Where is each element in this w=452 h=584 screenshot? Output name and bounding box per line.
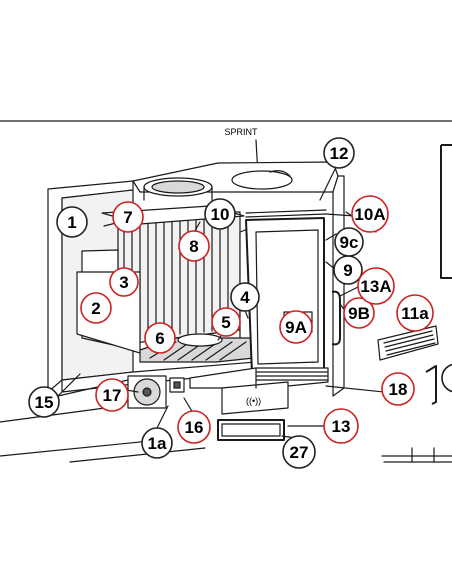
callout-label: 3: [119, 273, 128, 292]
callout-9: 9: [333, 255, 363, 285]
callout-10a: 10A: [351, 195, 389, 233]
lower-grille: [255, 371, 329, 381]
callout-circle: [323, 408, 359, 444]
callout-9b: 9B: [343, 297, 375, 329]
floor-line-3: [69, 447, 206, 463]
bottom-right-panel: [381, 455, 452, 463]
callout-circle: [28, 386, 60, 418]
callout-16: 16: [177, 410, 211, 444]
diagram-title: SPRINT: [224, 127, 258, 137]
floor-line-1: [0, 405, 121, 423]
flue-collar-sides: [143, 186, 213, 201]
callout-label: 13: [332, 417, 351, 436]
door-glass: [255, 229, 319, 365]
hook-part: [425, 365, 437, 405]
door-top-trim-2: [245, 213, 327, 218]
drawer-sensor-symbol: ((•)): [246, 396, 261, 406]
door-handle: [331, 290, 341, 346]
callout-circle: [396, 294, 434, 332]
callout-circle: [211, 307, 241, 337]
floor-line-2: [0, 439, 161, 457]
callout-1a: 1a: [141, 427, 173, 459]
callout-11a: 11a: [396, 294, 434, 332]
callout-6: 6: [144, 322, 176, 354]
callout-circle: [204, 198, 236, 230]
callout-label: 9A: [285, 318, 307, 337]
callout-label: 18: [389, 380, 408, 399]
callout-circle: [282, 435, 316, 469]
callout-circle: [109, 267, 139, 297]
frame-part: [440, 144, 452, 279]
callout-circle: [351, 195, 389, 233]
callout-circle: [357, 267, 395, 305]
callout-circle: [230, 282, 260, 312]
callout-label: 13A: [360, 277, 391, 296]
top-cover-plate: [231, 170, 293, 190]
callout-circle: [323, 137, 355, 169]
partial-callout-circle: [441, 363, 452, 393]
callout-circle: [144, 322, 176, 354]
callout-label: 17: [103, 386, 122, 405]
ash-drawer-front: [221, 381, 289, 415]
grate-center-ring: [177, 333, 223, 347]
callout-label: 7: [123, 208, 132, 227]
callout-15: 15: [28, 386, 60, 418]
callout-13: 13: [323, 408, 359, 444]
callout-17: 17: [95, 378, 129, 412]
callout-label: 12: [330, 144, 349, 163]
callout-label: 10: [211, 205, 230, 224]
top-cover-handle: [269, 170, 291, 177]
callout-label: 27: [290, 443, 309, 462]
callout-12: 12: [323, 137, 355, 169]
callout-circle: [334, 227, 364, 257]
callout-circle: [279, 310, 313, 344]
callout-10: 10: [204, 198, 236, 230]
callout-label: 9B: [348, 304, 370, 323]
callout-3: 3: [109, 267, 139, 297]
callout-label: 2: [91, 299, 100, 318]
callout-circle: [178, 230, 210, 262]
callout-circle: [80, 292, 112, 324]
callout-label: 9: [343, 261, 352, 280]
callout-label: 9c: [340, 233, 359, 252]
callout-circle: [141, 427, 173, 459]
callout-circle: [56, 206, 88, 238]
callout-9c: 9c: [334, 227, 364, 257]
callout-label: 11a: [401, 304, 429, 323]
callout-1: 1: [56, 206, 88, 238]
control-module-led: [173, 381, 181, 389]
callout-9a: 9A: [279, 310, 313, 344]
callout-label: 8: [189, 237, 198, 256]
callout-circle: [343, 297, 375, 329]
callout-label: 10A: [354, 205, 385, 224]
seal-gasket-inner: [221, 423, 281, 437]
callout-27: 27: [282, 435, 316, 469]
callout-label: 5: [221, 313, 230, 332]
air-grille-slats: [383, 330, 436, 356]
callout-13a: 13A: [357, 267, 395, 305]
callout-5: 5: [211, 307, 241, 337]
callout-circle: [112, 201, 144, 233]
flue-collar-inner: [151, 180, 205, 194]
callout-4: 4: [230, 282, 260, 312]
callout-label: 16: [185, 418, 204, 437]
callout-circle: [95, 378, 129, 412]
callout-circle: [177, 410, 211, 444]
callout-8: 8: [178, 230, 210, 262]
callout-label: 4: [240, 288, 250, 307]
callout-label: 1: [67, 213, 76, 232]
callout-label: 1a: [148, 434, 167, 453]
door-top-trim: [245, 209, 327, 214]
callout-7: 7: [112, 201, 144, 233]
callout-circle: [381, 372, 415, 406]
right-side-panel: [332, 175, 345, 397]
callout-label: 6: [155, 329, 164, 348]
fan-hub: [142, 387, 152, 397]
callout-label: 15: [35, 393, 54, 412]
callout-2: 2: [80, 292, 112, 324]
callout-18: 18: [381, 372, 415, 406]
